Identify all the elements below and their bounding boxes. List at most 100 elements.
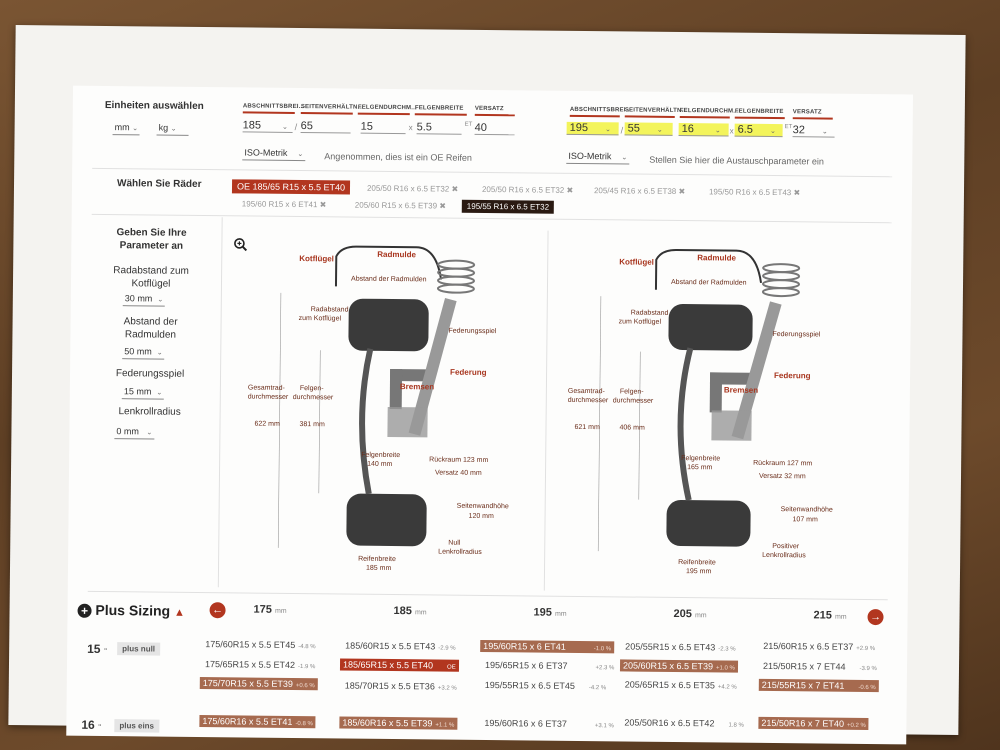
diag-federungsspiel-alt: Federungsspiel [772,331,820,339]
diag-durchmesser-alt-1: durchmesser [568,397,609,404]
param-suspension-select[interactable]: 15 mm ⌄ [121,386,165,400]
size-option[interactable]: 195/55R15 x 6.5 ET45-4.2 % [484,679,607,692]
wheel-chip[interactable]: 195/50 R16 x 6.5 ET43 ✖ [708,187,801,198]
diag-radmulde: Radmulde [377,250,416,259]
alt-col-header-rimwidth: FELGENBREITE [734,108,784,116]
diag-federung-alt: Federung [774,371,811,380]
alt-offset-select[interactable]: 32 ⌄ [792,124,835,138]
wheel-chip-selected[interactable]: 195/55 R16 x 6.5 ET32 [461,199,555,214]
badge-plus-null: plus null [117,642,161,656]
diag-side-alt: 107 mm [793,516,819,523]
alt-ratio-select[interactable]: 55 ⌄ [624,122,673,136]
size-option[interactable]: 185/70R15 x 5.5 ET36+3.2 % [344,680,457,692]
col-header-width: ABSCHNITTSBREI... [242,103,305,111]
wheel-chip[interactable]: 205/50 R16 x 6.5 ET32 ✖ [481,184,574,195]
size-option-fit[interactable]: 185/60R16 x 5.5 ET39+1.1 % [339,716,458,730]
col-header-rimwidth: FELGENBREITE [414,105,464,112]
diag-durchmesser-alt-2: durchmesser [613,397,654,404]
diag-abstand: Abstand der Radmulden [351,276,427,284]
diag-federung: Federung [450,368,487,377]
rim-15-label: 15 " [87,641,108,656]
chevron-down-icon: ⌄ [170,125,177,133]
diag-durchmesser-1: durchmesser [248,393,289,400]
wheel-chip[interactable]: 195/60 R15 x 6 ET41 ✖ [241,199,327,210]
col-header-diameter: FELGENDURCHM... [357,104,417,112]
param-label-fender: Radabstand zum Kotflügel [113,265,189,290]
oe-offset-select[interactable]: 40 [474,121,515,136]
oe-rimwidth-select[interactable]: 5.5 [416,121,462,135]
oe-note: Angenommen, dies ist ein OE Reifen [324,151,472,163]
alt-metric-select[interactable]: ISO-Metrik ⌄ [566,150,630,165]
units-title: Einheiten auswählen [104,99,204,113]
oe-ratio-select[interactable]: 65 [300,120,351,134]
size-option[interactable]: 195/65R15 x 6 ET37+2.3 % [484,659,615,672]
alt-width-select[interactable]: 195 ⌄ [566,121,619,136]
size-option[interactable]: 205/65R15 x 6.5 ET35+4.2 % [624,679,737,691]
diag-rimw-alt: 165 mm [687,464,713,471]
zoom-in-icon[interactable] [233,237,248,254]
diag-scrub2-oe: Lenkrollradius [438,548,482,555]
diag-scrub1-alt: Positiver [772,543,800,550]
size-option-fit[interactable]: 195/60R15 x 6 ET41-1.0 % [480,639,615,654]
size-option[interactable]: 185/60R15 x 5.5 ET43-2.9 % [345,640,456,652]
wheel-chip[interactable]: 205/60 R15 x 6.5 ET39 ✖ [354,200,447,211]
size-option[interactable]: 195/60R16 x 6 ET37+3.1 % [484,717,614,730]
unit-weight-value: kg [158,122,169,133]
wheel-chip[interactable]: 205/45 R16 x 6.5 ET38 ✖ [593,186,686,197]
diag-rim-alt: 406 mm [619,424,645,431]
size-option-fit[interactable]: 175/70R15 x 5.5 ET39+0.6 % [199,677,318,691]
oe-width-select[interactable]: 185 ⌄ [242,119,293,133]
param-label-wheelwell: Abstand der Radmulden [123,316,178,341]
diag-total-alt: 621 mm [574,424,600,431]
wheel-fitment-diagram-oe: Kotflügel Radmulde Abstand der Radmulden… [248,245,509,572]
alt-col-header-ratio: SEITENVERHÄLTN... [624,107,688,115]
size-option[interactable]: 205/55R15 x 6.5 ET43-2.3 % [625,641,736,653]
unit-length-select[interactable]: mm ⌄ [112,122,141,136]
size-option[interactable]: 215/50R15 x 7 ET44-3.9 % [762,660,877,673]
unit-weight-select[interactable]: kg ⌄ [156,122,189,136]
plus-sizing-toggle[interactable]: + Plus Sizing ▲ [77,602,185,619]
wheel-chip-oe[interactable]: OE 185/65 R15 x 5.5 ET40 [231,179,351,195]
diag-reifenbreite: Reifenbreite [358,556,396,563]
param-wheelwell-select[interactable]: 50 mm ⌄ [122,346,165,360]
alt-rimwidth-select[interactable]: 6.5 ⌄ [734,123,783,138]
diag-scrub1-oe: Null [448,540,461,547]
diag-kotfluegel: Kotflügel [299,254,334,263]
param-scrub-select[interactable]: 0 mm ⌄ [114,426,155,440]
width-header: 185 mm [393,605,427,618]
size-option[interactable]: 175/60R15 x 5.5 ET45-4.8 % [205,639,316,651]
oe-diameter-select[interactable]: 15 [360,120,406,135]
size-option-fit[interactable]: 215/55R15 x 7 ET41-0.6 % [758,678,879,693]
next-arrow-icon[interactable]: → [867,608,884,626]
diag-off-oe: Versatz 40 mm [435,469,482,476]
unit-length-value: mm [114,122,130,133]
alt-col-header-width: ABSCHNITTSBREI... [569,106,632,114]
tyre-bottom [346,493,427,547]
badge-plus-eins: plus eins [114,719,160,733]
diag-zum-kotfluegel: zum Kotflügel [299,315,342,322]
diag-felgenbreite: Felgenbreite [361,452,400,459]
size-option[interactable]: 215/60R15 x 6.5 ET37+2.9 % [763,640,876,653]
diag-durchmesser-2: durchmesser [293,394,334,401]
param-label-suspension: Federungsspiel [115,368,185,380]
size-option-fit[interactable]: 205/60R15 x 6.5 ET39+1.0 % [619,659,738,673]
diag-felgen: Felgen- [300,385,324,392]
prev-arrow-icon[interactable]: ← [209,602,226,619]
diag-back-oe: Rückraum 123 mm [429,456,488,464]
diag-gesamt-alt: Gesamtrad- [568,388,606,395]
param-fender-select[interactable]: 30 mm ⌄ [122,293,166,307]
params-title: Geben Sie Ihre Parameter an [116,227,187,252]
alt-diameter-select[interactable]: 16 ⌄ [678,122,729,137]
size-option-fit[interactable]: 215/50R16 x 7 ET40+0.2 % [758,716,869,731]
wheels-title: Wählen Sie Räder [116,178,202,190]
oe-metric-select[interactable]: ISO-Metrik ⌄ [242,147,306,162]
diag-tyre-alt: 195 mm [686,568,712,575]
diag-bremsen: Bremsen [400,382,434,391]
wheel-chip[interactable]: 205/50 R16 x 6.5 ET32 ✖ [366,183,459,194]
size-option[interactable]: 175/65R15 x 5.5 ET42-1.9 % [204,659,316,671]
size-option-fit[interactable]: 175/60R16 x 5.5 ET41-0.8 % [199,715,316,729]
diag-seitenwand: Seitenwandhöhe [457,503,509,511]
diag-tyre-oe: 185 mm [366,565,392,572]
